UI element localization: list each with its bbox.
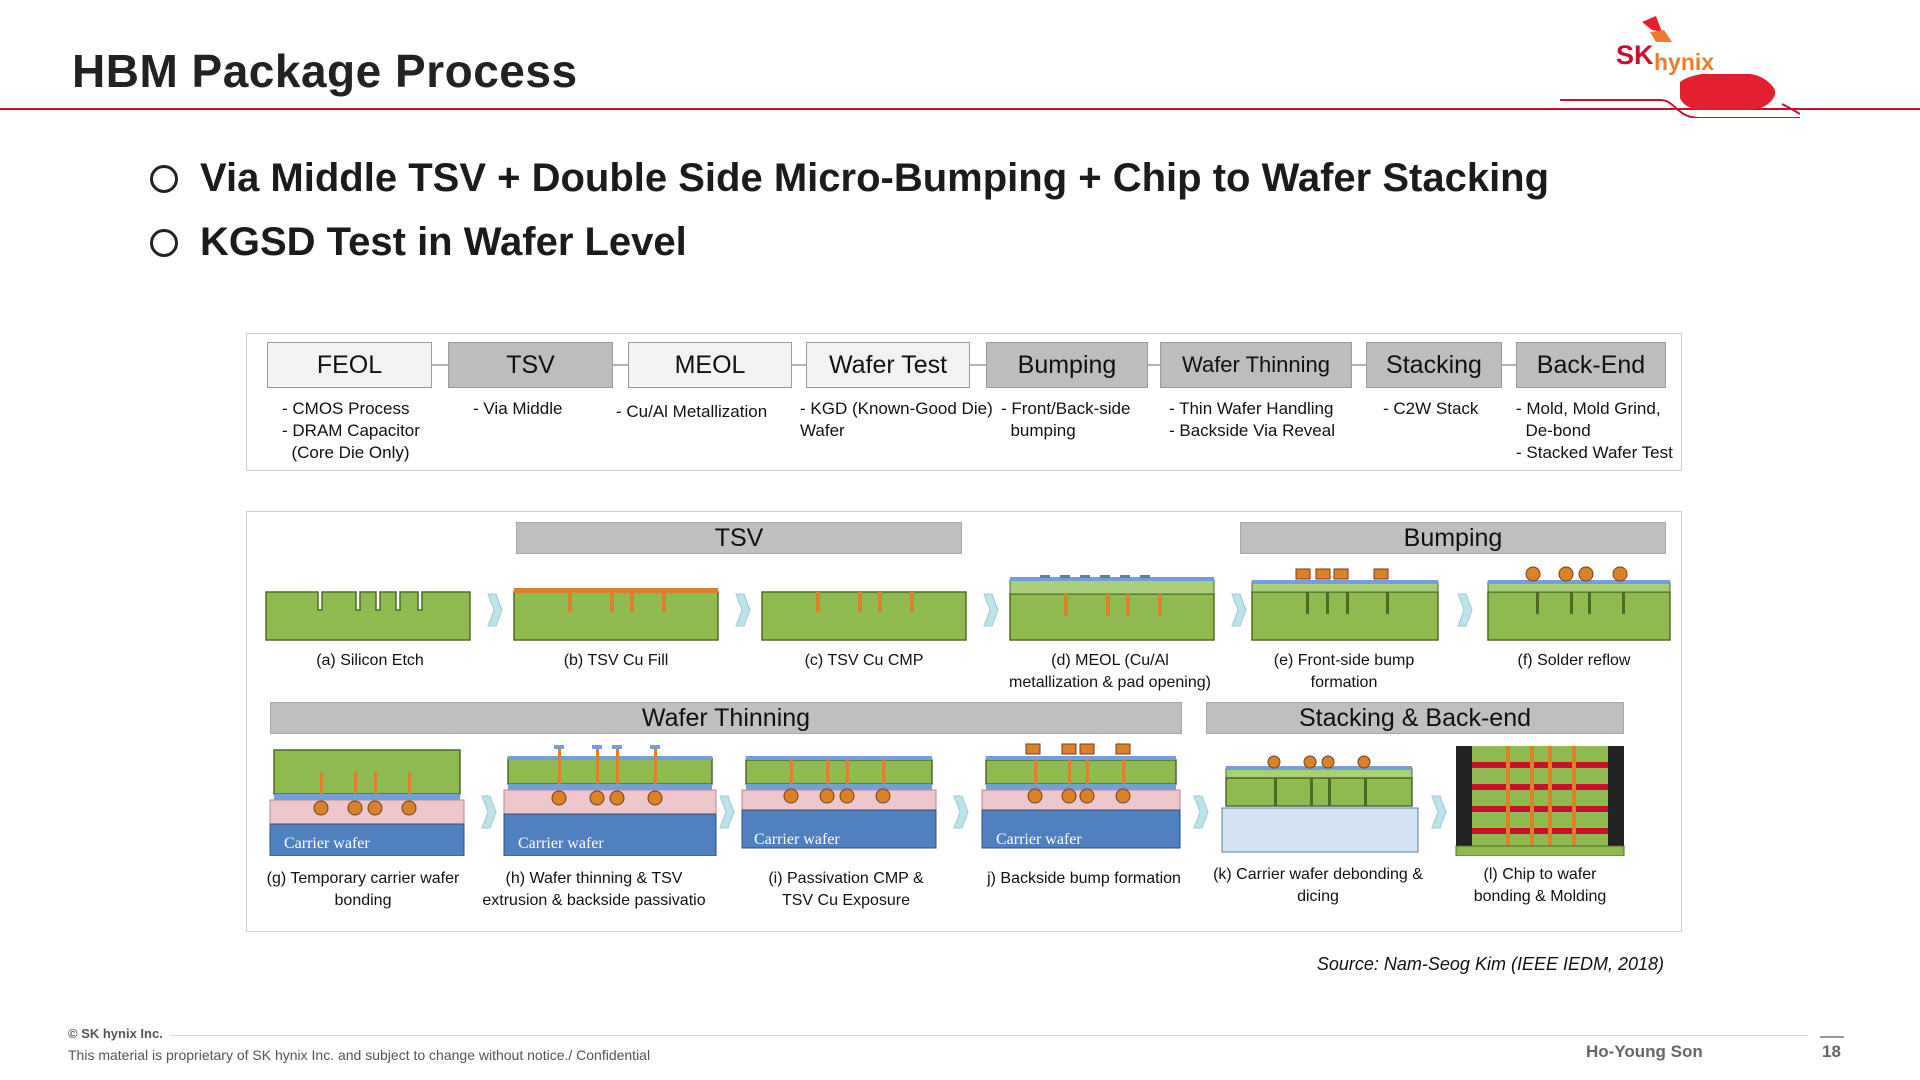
bullet-item: KGSD Test in Wafer Level <box>150 220 687 265</box>
section-header-bumping: Bumping <box>1240 522 1666 554</box>
footer-copyright: © SK hynix Inc. <box>68 1026 163 1041</box>
page-number: 18 <box>1822 1042 1841 1061</box>
process-arrow-icon <box>719 795 735 829</box>
diagram-meol <box>1009 575 1215 641</box>
title-divider <box>0 108 1920 110</box>
flow-step-stacking: Stacking <box>1366 342 1502 388</box>
step-caption: j) Backside bump formation <box>987 870 1181 887</box>
diagram-wafer-thinning: Carrier wafer <box>503 745 717 856</box>
flow-step-tsv: TSV <box>448 342 613 388</box>
diagram-tsv-cu-cmp <box>761 591 967 641</box>
page-number-tick <box>1820 1036 1844 1038</box>
process-arrow-icon <box>1457 593 1473 627</box>
logo-sk-text: SK <box>1616 40 1654 70</box>
process-arrow-icon <box>487 593 503 627</box>
section-header-wafer-thinning: Wafer Thinning <box>270 702 1182 734</box>
page-title: HBM Package Process <box>72 45 578 97</box>
diagram-passivation-cmp: Carrier wafer <box>741 756 937 849</box>
bullet-text: KGSD Test in Wafer Level <box>200 220 687 264</box>
process-arrow-icon <box>1231 593 1247 627</box>
step-caption: (c) TSV Cu CMP <box>804 652 924 669</box>
diagram-carrier-bonding: Carrier wafer <box>269 749 465 856</box>
flow-step-feol: FEOL <box>267 342 432 388</box>
diagram-backside-bump: Carrier wafer <box>981 743 1181 849</box>
process-arrow-icon <box>983 593 999 627</box>
step-caption: (k) Carrier wafer debonding & dicing <box>1213 866 1423 905</box>
flow-step-desc: - Cu/Al Metallization <box>616 402 768 421</box>
flow-step-desc: - C2W Stack <box>1383 399 1479 418</box>
process-arrow-icon <box>1431 795 1447 829</box>
flow-step-desc: - KGD (Known-Good Die) Wafer <box>800 399 993 440</box>
diagram-c2w-molding <box>1455 746 1625 856</box>
footer-divider <box>170 1035 1808 1036</box>
bullet-text: Via Middle TSV + Double Side Micro-Bumpi… <box>200 156 1550 200</box>
carrier-wafer-label: Carrier wafer <box>996 831 1082 848</box>
diagram-silicon-etch <box>265 591 471 641</box>
flow-step-bumping: Bumping <box>986 342 1148 388</box>
step-caption: (l) Chip to wafer bonding & Molding <box>1473 866 1607 905</box>
footer-author: Ho-Young Son <box>1586 1042 1703 1061</box>
step-caption: (e) Front-side bump formation <box>1273 652 1415 691</box>
flow-step-desc: - Mold, Mold Grind, De-bond - Stacked Wa… <box>1516 399 1673 462</box>
carrier-wafer-label: Carrier wafer <box>284 835 370 852</box>
row2-diagrams: Carrier wafer Carrier wafer <box>269 743 1625 856</box>
sk-hynix-logo-icon: SK hynix <box>1560 16 1800 118</box>
flow-step-back-end: Back-End <box>1516 342 1666 388</box>
process-arrow-icon <box>481 795 497 829</box>
step-caption: (g) Temporary carrier wafer bonding <box>266 870 460 909</box>
diagram-solder-reflow <box>1487 566 1671 641</box>
logo-hynix-text: hynix <box>1654 49 1714 75</box>
flow-step-wafer-test: Wafer Test <box>806 342 970 388</box>
step-caption: (f) Solder reflow <box>1517 652 1631 669</box>
flow-step-meol: MEOL <box>628 342 792 388</box>
flow-step-desc: - CMOS Process - DRAM Capacitor (Core Di… <box>282 399 420 462</box>
step-caption: (d) MEOL (Cu/Al metallization & pad open… <box>1009 652 1211 691</box>
carrier-wafer-label: Carrier wafer <box>518 835 604 852</box>
flow-step-desc: - Via Middle <box>473 399 563 418</box>
section-header-tsv: TSV <box>516 522 962 554</box>
carrier-wafer-label: Carrier wafer <box>754 831 840 848</box>
bullet-item: Via Middle TSV + Double Side Micro-Bumpi… <box>150 156 1549 201</box>
process-arrow-icon <box>735 593 751 627</box>
step-caption: (b) TSV Cu Fill <box>563 652 669 669</box>
footer-disclaimer: This material is proprietary of SK hynix… <box>68 1047 651 1063</box>
diagram-tsv-cu-fill <box>513 588 719 641</box>
diagram-debond-dicing <box>1221 755 1419 853</box>
flow-step-wafer-thinning: Wafer Thinning <box>1160 342 1352 388</box>
process-arrow-icon <box>1193 795 1209 829</box>
step-caption: (i) Passivation CMP & TSV Cu Exposure <box>768 870 924 909</box>
step-caption: (a) Silicon Etch <box>316 652 424 669</box>
flow-step-desc: - Front/Back-side bumping <box>1001 399 1131 440</box>
circle-bullet-icon <box>150 228 178 257</box>
diagram-front-side-bump <box>1251 568 1439 641</box>
source-citation: Source: Nam-Seog Kim (IEEE IEDM, 2018) <box>1316 954 1664 974</box>
step-caption: (h) Wafer thinning & TSV extrusion & bac… <box>482 870 706 909</box>
section-header-stacking: Stacking & Back-end <box>1206 702 1624 734</box>
flow-connectors <box>432 364 1516 366</box>
row1-diagrams <box>265 566 1671 641</box>
circle-bullet-icon <box>150 164 178 193</box>
flow-step-desc: - Thin Wafer Handling - Backside Via Rev… <box>1169 399 1335 440</box>
process-arrow-icon <box>953 795 969 829</box>
